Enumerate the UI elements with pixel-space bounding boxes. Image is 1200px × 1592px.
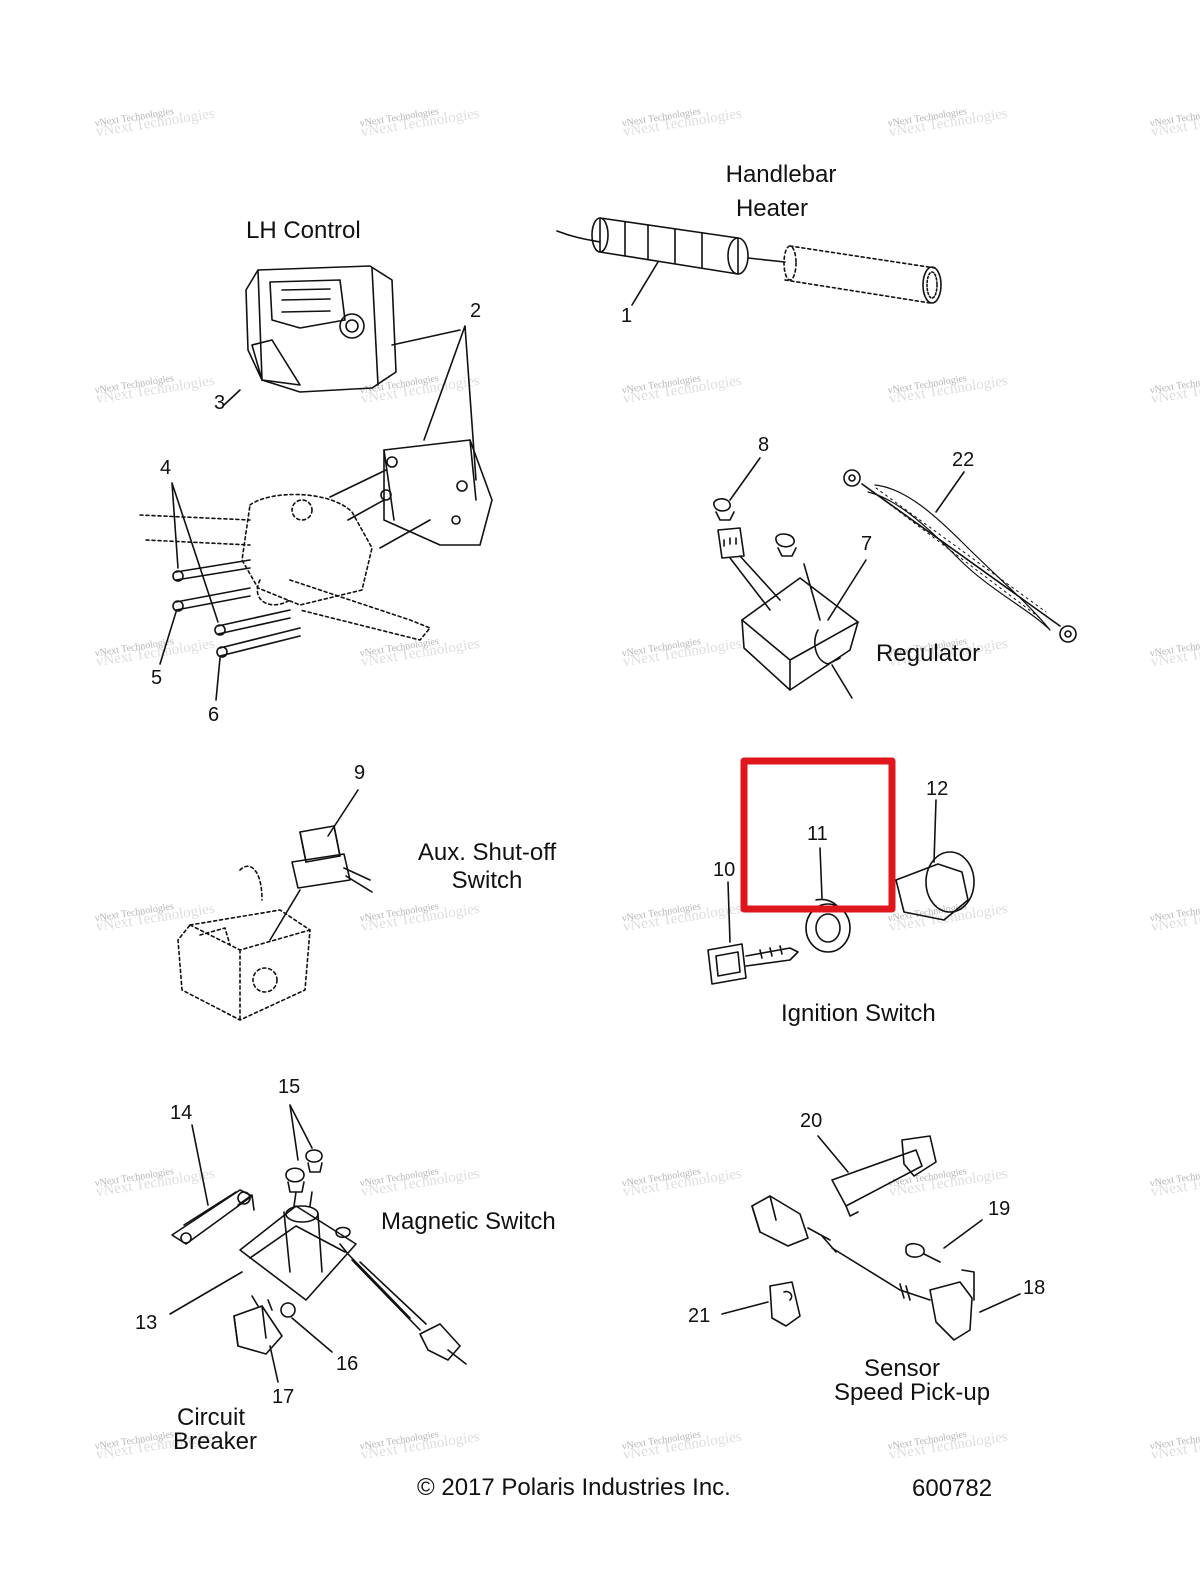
speed-sensor-drawing [721,1135,1021,1341]
callout-19: 19 [988,1198,1011,1220]
handlebar-heater-drawing [556,217,942,306]
callout-18: 18 [1023,1277,1046,1299]
callout-13: 13 [135,1312,158,1334]
callout-10: 10 [713,859,736,881]
section-title-circuit-breaker-line2: Breaker [172,1428,258,1455]
lh-control-assembly-drawing [139,439,493,701]
callout-6: 6 [208,704,220,726]
callout-20: 20 [800,1110,823,1132]
callout-1: 1 [621,305,633,327]
callout-7: 7 [861,533,873,555]
section-title-handlebar-heater-line2: Heater [735,195,809,222]
section-title-aux-shutoff-line2: Switch [451,867,523,894]
callout-3: 3 [214,392,226,414]
section-title-circuit-breaker: Circuit [176,1404,246,1431]
callout-5: 5 [151,667,163,689]
callout-22: 22 [952,449,975,471]
callout-14: 14 [170,1102,193,1124]
callout-16: 16 [336,1353,359,1375]
diagram-number: 600782 [912,1475,993,1502]
callout-9: 9 [354,762,366,784]
callout-4: 4 [160,457,172,479]
section-title-lh-control: LH Control [246,217,361,244]
section-title-handlebar-heater: Handlebar [725,161,837,188]
lh-control-drawing [223,265,461,406]
callout-2: 2 [470,300,482,322]
highlight-box [740,757,896,913]
ignition-switch-drawing [707,799,975,985]
section-title-aux-shutoff: Aux. Shut-off [417,839,557,866]
leader-2 [423,325,477,481]
callout-8: 8 [758,434,770,456]
section-title-sensor-line2: Speed Pick-up [833,1379,991,1406]
callout-17: 17 [272,1386,295,1408]
aux-shutoff-drawing [177,789,373,1021]
callout-15: 15 [278,1076,301,1098]
section-title-ignition-switch: Ignition Switch [781,1000,936,1027]
callout-21: 21 [688,1305,711,1327]
section-title-magnetic-switch: Magnetic Switch [381,1208,556,1235]
section-title-regulator: Regulator [876,640,981,667]
callout-11: 11 [807,823,828,845]
section-title-sensor: Sensor [863,1355,941,1382]
callout-12: 12 [926,778,949,800]
copyright-text: © 2017 Polaris Industries Inc. [417,1474,731,1501]
magnetic-switch-drawing [169,1104,467,1383]
regulator-drawing [713,457,1077,699]
